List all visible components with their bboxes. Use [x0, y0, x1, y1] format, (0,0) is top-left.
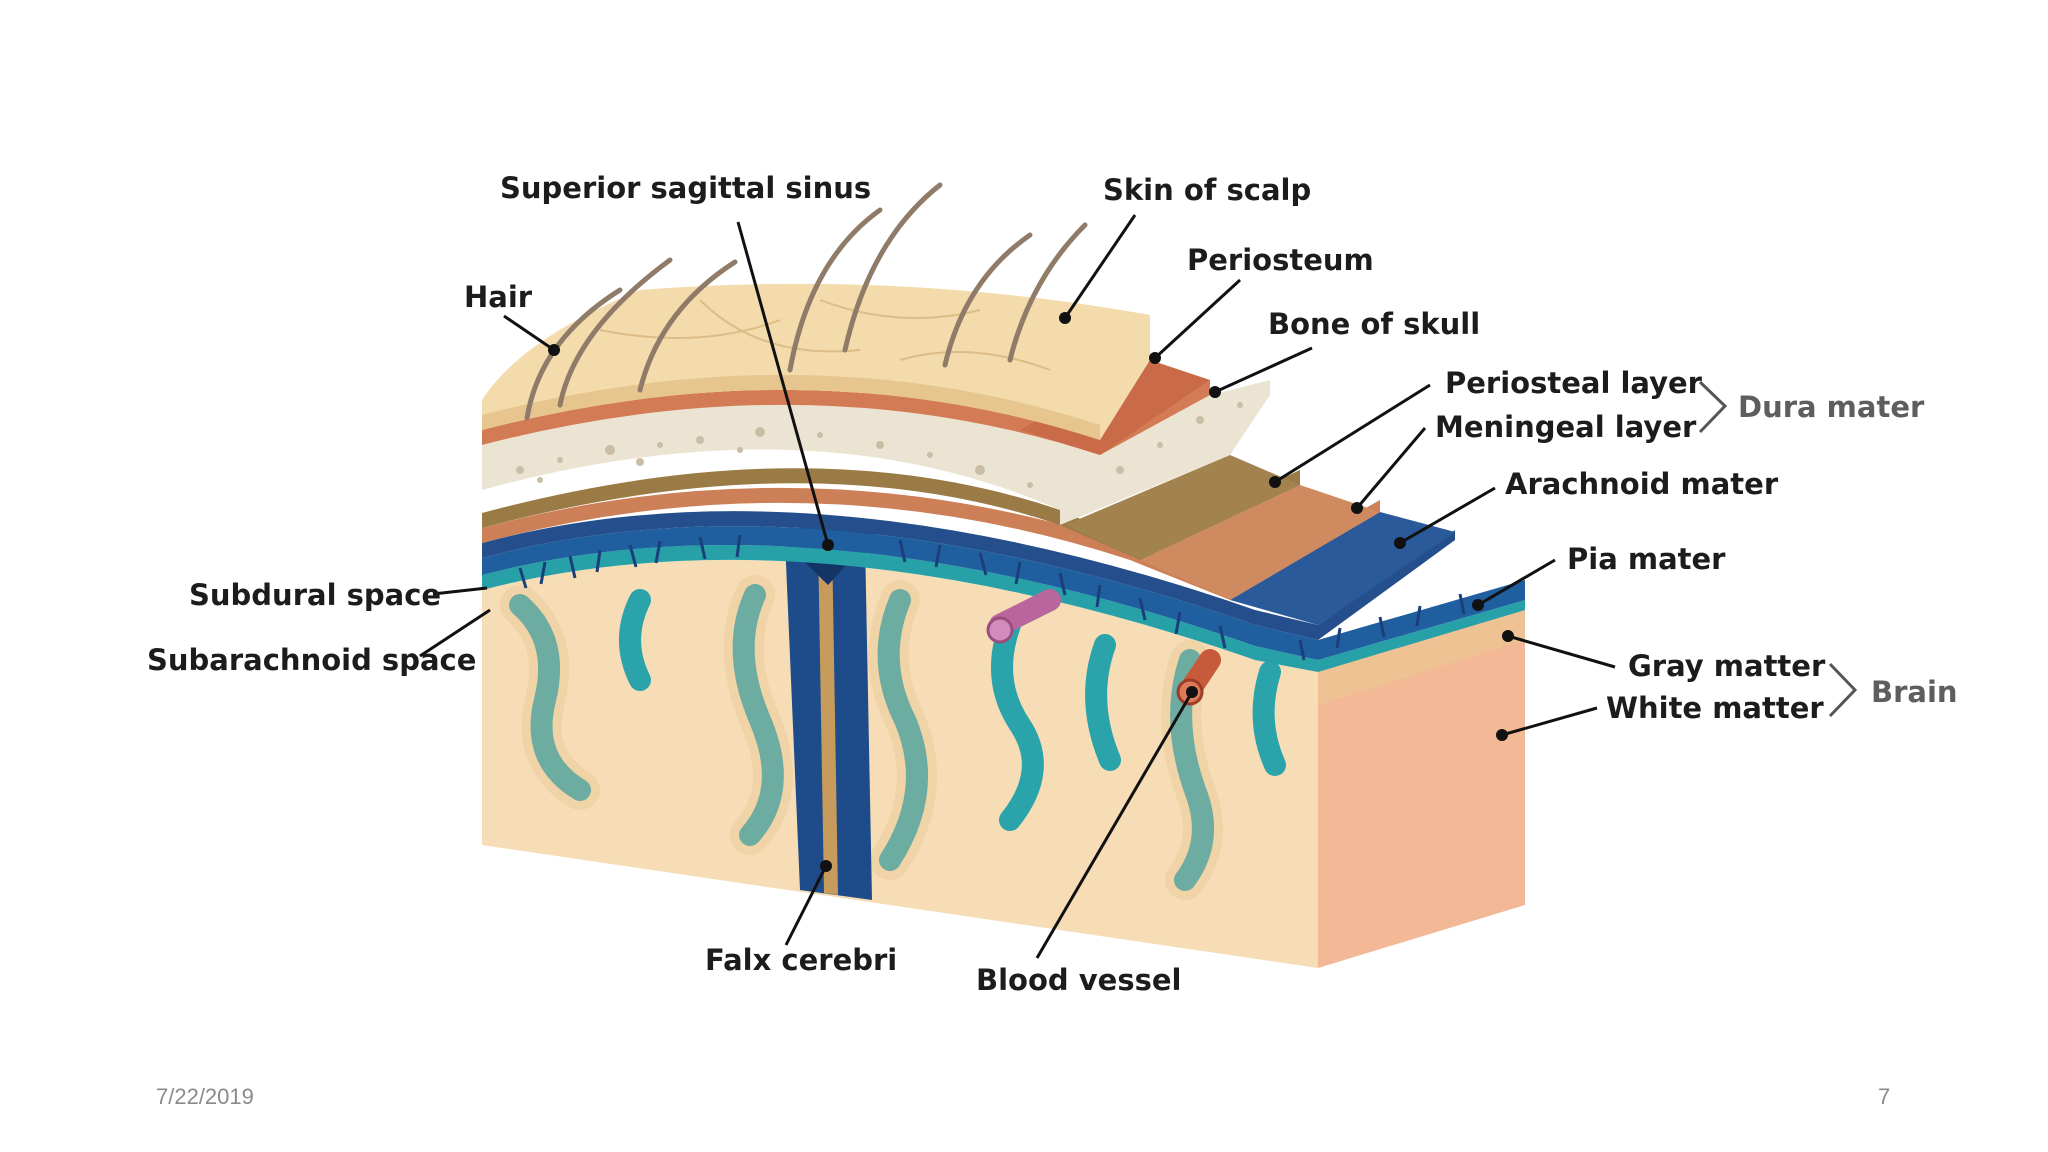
falx-cerebri-shape — [818, 540, 838, 895]
brain-bracket — [1828, 662, 1858, 718]
slide-date: 7/22/2019 — [156, 1084, 254, 1109]
slide-page-number: 7 — [1878, 1084, 1891, 1109]
arachnoid-mater-layer — [482, 511, 1455, 640]
label-falx-cerebri: Falx cerebri — [705, 943, 897, 977]
meningeal-top-face — [1140, 485, 1380, 600]
label-superior-sagittal-sinus: Superior sagittal sinus — [500, 171, 871, 205]
brain-side-face — [1318, 608, 1525, 968]
gray-matter-side-band — [1318, 610, 1525, 705]
label-hair: Hair — [464, 280, 533, 314]
label-gray-matter: Gray matter — [1628, 649, 1826, 683]
group-label-brain: Brain — [1871, 675, 1958, 709]
bone-texture — [516, 402, 1243, 488]
periosteum-shape — [482, 380, 1210, 455]
label-periosteum: Periosteum — [1187, 243, 1374, 277]
label-white-matter: White matter — [1606, 691, 1824, 725]
scalp-creases — [599, 299, 1051, 371]
group-label-dura-mater: Dura mater — [1738, 390, 1925, 424]
label-subdural-space: Subdural space — [189, 578, 441, 612]
meningeal-layer-shape — [482, 487, 1380, 600]
periosteal-top-face — [1065, 455, 1300, 560]
label-pia-mater: Pia mater — [1567, 542, 1726, 576]
blood-vessels — [986, 589, 1221, 706]
meninges-illustration — [482, 182, 1525, 968]
scalp-front-edge — [482, 374, 1100, 440]
leader-lines — [419, 214, 1616, 959]
pia-mater-layer — [482, 545, 1525, 672]
label-meningeal-layer: Meningeal layer — [1435, 410, 1697, 444]
label-arachnoid-mater: Arachnoid mater — [1505, 467, 1779, 501]
leader-dots — [548, 312, 1514, 872]
gyri-sulci — [500, 575, 1286, 900]
label-blood-vessel: Blood vessel — [976, 963, 1181, 997]
label-bone-of-skull: Bone of skull — [1268, 307, 1480, 341]
label-subarachnoid-space: Subarachnoid space — [147, 643, 476, 677]
dura-mater-bracket — [1698, 380, 1728, 434]
bone-of-skull-shape — [482, 380, 1270, 525]
label-skin-of-scalp: Skin of scalp — [1103, 173, 1311, 207]
group-brackets — [1698, 380, 1858, 718]
label-periosteal-layer: Periosteal layer — [1445, 366, 1703, 400]
subarachnoid-layer — [482, 526, 1525, 660]
labels: Superior sagittal sinus Skin of scalp Ha… — [147, 171, 1958, 997]
trabeculae — [518, 534, 1466, 661]
